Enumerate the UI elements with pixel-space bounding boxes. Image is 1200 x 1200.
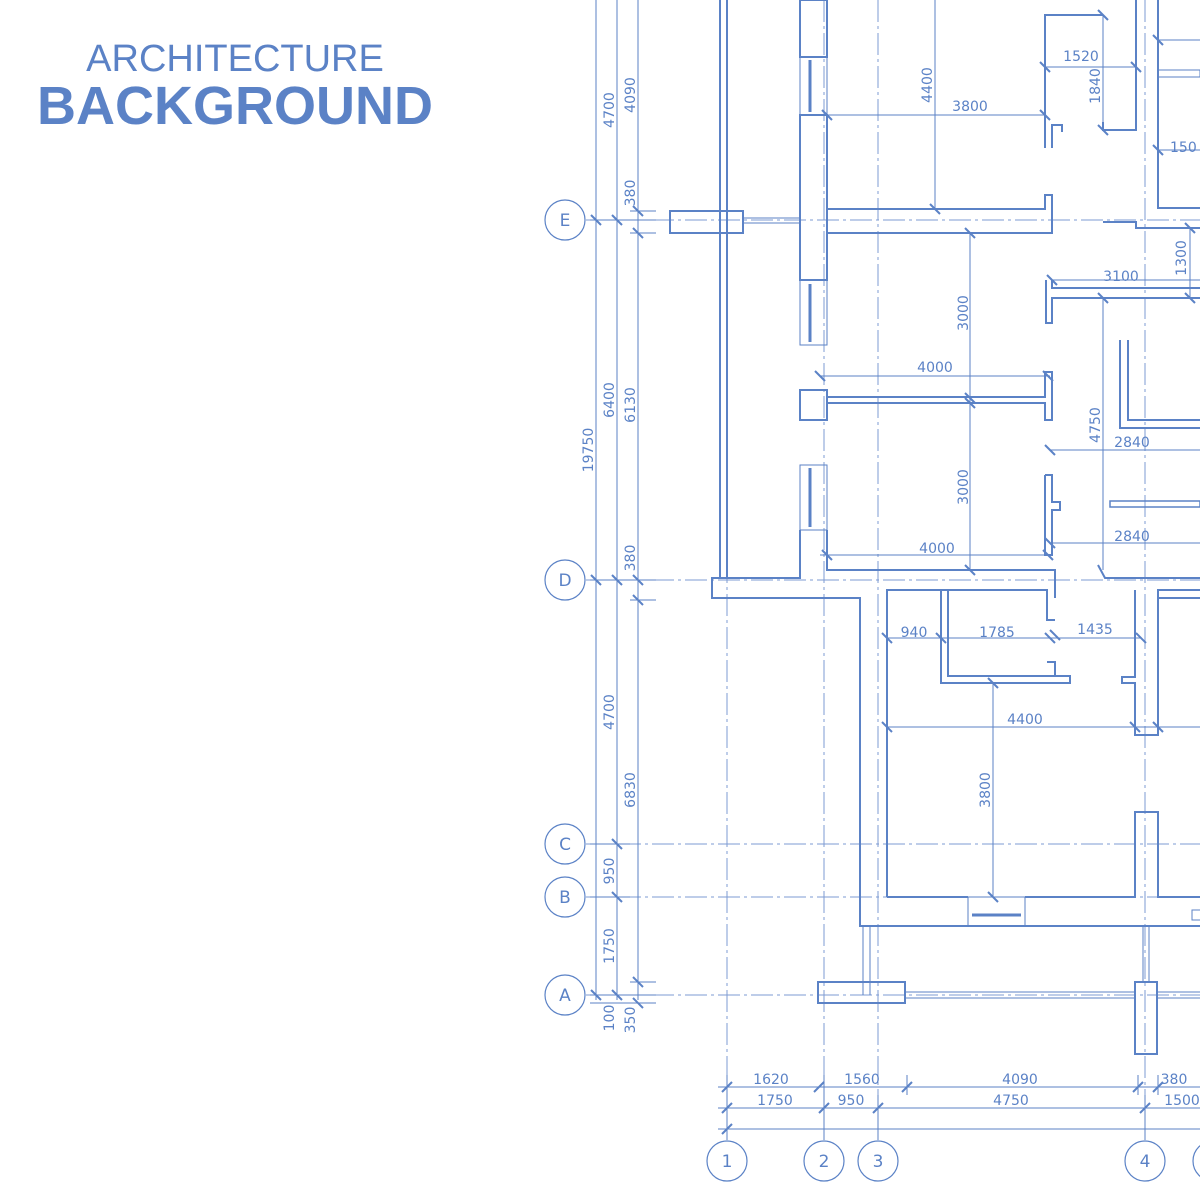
dim-left-1750: 1750 xyxy=(602,928,618,964)
dim-1435: 1435 xyxy=(1077,622,1113,638)
dim-left-6830: 6830 xyxy=(623,772,639,808)
axis-label-4: 4 xyxy=(1140,1152,1151,1172)
dim-left-4700-mid: 4700 xyxy=(602,694,618,730)
window-frame-b xyxy=(967,896,1026,927)
wall-d-outline xyxy=(711,530,1200,927)
axis-bubble-a xyxy=(544,974,586,1016)
dim-1785: 1785 xyxy=(979,625,1015,641)
column-axis-labels: 1 2 3 4 xyxy=(722,1152,1151,1172)
dim-4000-bottom: 4000 xyxy=(919,541,955,557)
dim-1840: 1840 xyxy=(1088,68,1104,104)
dim-left-4700-top: 4700 xyxy=(602,92,618,128)
axis-label-d: D xyxy=(558,571,571,591)
left-dimension-ticks xyxy=(590,205,644,1009)
dim-bottom-1620: 1620 xyxy=(753,1072,789,1088)
dim-2840-top: 2840 xyxy=(1114,435,1150,451)
axis-label-b: B xyxy=(559,888,571,908)
interior-dimension-labels: 4400 3800 1520 1840 150 3100 1300 3000 4… xyxy=(901,49,1197,808)
dim-3800-top: 3800 xyxy=(952,99,988,115)
dim-3000-bottom: 3000 xyxy=(956,469,972,505)
dim-left-6400: 6400 xyxy=(602,382,618,418)
wall-rooms-below-d xyxy=(886,589,1055,897)
dim-left-380-top: 380 xyxy=(623,180,639,207)
axis-label-2: 2 xyxy=(819,1152,830,1172)
wall-column-top xyxy=(799,0,828,58)
dim-4750-mid: 4750 xyxy=(1088,407,1104,443)
axis-bubble-3 xyxy=(857,1140,899,1182)
dim-left-100: 100 xyxy=(602,1005,618,1032)
axis-bubble-5-partial xyxy=(1192,1145,1200,1177)
walls xyxy=(669,0,1200,1055)
balcony-e xyxy=(669,210,744,234)
wall-column-mid xyxy=(799,389,828,421)
dim-4000-top: 4000 xyxy=(917,360,953,376)
row-axis-bubbles xyxy=(544,199,586,1016)
dim-3000-top: 3000 xyxy=(956,295,972,331)
dim-4400-top: 4400 xyxy=(920,67,936,103)
axis-bubble-1 xyxy=(706,1140,748,1182)
window-frame-3 xyxy=(799,464,828,531)
dim-left-380-mid: 380 xyxy=(623,545,639,572)
title-block: ARCHITECTURE BACKGROUND xyxy=(0,40,470,135)
wall-3100-room xyxy=(1045,280,1200,324)
axis-label-c: C xyxy=(559,835,571,855)
dim-bottom-1500: 1500 xyxy=(1164,1093,1200,1109)
title-line-architecture: ARCHITECTURE xyxy=(86,38,384,80)
wall-top-room xyxy=(1044,14,1103,148)
axis-bubble-4 xyxy=(1124,1140,1166,1182)
dim-left-6130: 6130 xyxy=(623,387,639,423)
bottom-dimension-labels: 1620 1560 4090 380 1750 950 4750 1500 xyxy=(753,1072,1200,1109)
interior-dimension-ticks xyxy=(814,9,1196,903)
left-dimension-labels: 4700 4090 380 6400 6130 19750 380 4700 6… xyxy=(581,77,639,1033)
interior-dimension-lines xyxy=(820,0,1200,897)
axis-bubble-c xyxy=(544,823,586,865)
axis-bubble-d xyxy=(544,559,586,601)
dim-left-350: 350 xyxy=(623,1007,639,1034)
dim-bottom-380: 380 xyxy=(1161,1072,1188,1088)
row-axis-labels: E D C B A xyxy=(558,211,571,1006)
bottom-dimension-lines xyxy=(718,1075,1200,1140)
dim-940: 940 xyxy=(901,625,928,641)
title-line-background: BACKGROUND xyxy=(37,76,433,136)
left-dimension-lines xyxy=(590,0,656,1004)
column-a-right xyxy=(1134,981,1158,1055)
dim-1520: 1520 xyxy=(1063,49,1099,65)
wall-mid-room xyxy=(827,371,1053,421)
window-frame-2 xyxy=(799,279,828,346)
window-frame-1 xyxy=(799,56,828,116)
wall-column-e xyxy=(799,114,828,281)
axis-label-a: A xyxy=(559,986,571,1006)
dim-1300: 1300 xyxy=(1174,240,1190,276)
axis-bubble-b xyxy=(544,876,586,918)
dim-bottom-950: 950 xyxy=(838,1093,865,1109)
dim-150: 150 xyxy=(1170,140,1197,156)
dim-bottom-4090: 4090 xyxy=(1002,1072,1038,1088)
wall-e xyxy=(827,194,1053,234)
dim-bottom-4750: 4750 xyxy=(993,1093,1029,1109)
dim-bottom-1750: 1750 xyxy=(757,1093,793,1109)
dim-left-4090: 4090 xyxy=(623,77,639,113)
column-a-left xyxy=(817,981,906,1004)
dim-left-19750: 19750 xyxy=(581,428,597,473)
column-axis-bubbles xyxy=(706,1140,1200,1182)
bottom-dimension-ticks xyxy=(721,1081,1164,1135)
dim-2840-bottom: 2840 xyxy=(1114,529,1150,545)
dim-3100: 3100 xyxy=(1103,269,1139,285)
axis-bubble-e xyxy=(544,199,586,241)
dim-bottom-1560: 1560 xyxy=(844,1072,880,1088)
axis-label-3: 3 xyxy=(873,1152,884,1172)
axis-label-e: E xyxy=(560,211,571,231)
dim-left-950: 950 xyxy=(602,858,618,885)
axis-label-1: 1 xyxy=(722,1152,733,1172)
axis-bubble-2 xyxy=(803,1140,845,1182)
dim-3800-bottom: 3800 xyxy=(978,772,994,808)
dim-4400-bottom: 4400 xyxy=(1007,712,1043,728)
